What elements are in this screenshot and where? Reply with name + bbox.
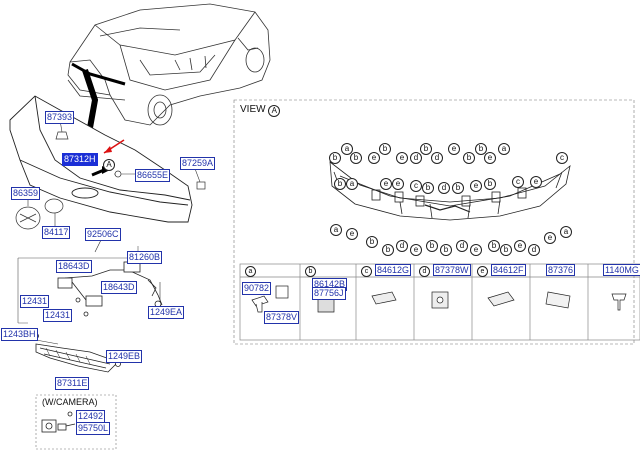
table-header-1140MG: 1140MG <box>603 264 640 277</box>
part-1249EA[interactable]: 1249EA <box>148 306 185 319</box>
view-callout-a: a <box>330 224 342 236</box>
view-callout-d: d <box>431 152 443 164</box>
view-callout-c: c <box>512 176 524 188</box>
view-callout-a: a <box>346 178 358 190</box>
view-label-circle: A <box>268 105 281 117</box>
part-84612F[interactable]: 84612F <box>491 264 526 276</box>
part-87378W[interactable]: 87378W <box>433 264 471 276</box>
part-12431-lower[interactable]: 12431 <box>43 309 73 322</box>
part-92506C[interactable]: 92506C <box>85 228 121 241</box>
header-d-circle: d <box>419 266 430 277</box>
view-callout-b: b <box>422 182 434 194</box>
header-c-circle: c <box>361 266 372 277</box>
view-callout-e: e <box>484 152 496 164</box>
view-callout-e: e <box>380 178 392 190</box>
view-callout-e: e <box>448 143 460 155</box>
part-1249EB[interactable]: 1249EB <box>106 350 143 363</box>
view-callout-e: e <box>530 176 542 188</box>
part-12492[interactable]: 12492 <box>76 410 106 423</box>
table-header-a: a <box>242 264 259 277</box>
callout-a-circle: A <box>103 159 115 171</box>
view-callout-e: e <box>514 240 526 252</box>
header-b-circle: b <box>305 266 316 277</box>
view-callout-b: b <box>382 244 394 256</box>
part-95750L[interactable]: 95750L <box>76 422 111 435</box>
view-callout-b: b <box>334 178 346 190</box>
view-callout-b: b <box>484 178 496 190</box>
view-callout-b: b <box>463 152 475 164</box>
view-callout-c: c <box>556 152 568 164</box>
part-87312H-selected[interactable]: 87312H <box>62 153 98 166</box>
header-a-circle: a <box>245 266 256 277</box>
view-callout-d: d <box>438 182 450 194</box>
view-callout-b: b <box>500 244 512 256</box>
table-header-b: b <box>302 264 319 277</box>
view-label-text: VIEW <box>240 104 266 115</box>
part-12431-upper[interactable]: 12431 <box>20 295 50 308</box>
vehicle-illustration <box>67 3 271 126</box>
view-callout-d: d <box>456 240 468 252</box>
part-1140MG[interactable]: 1140MG <box>603 264 640 276</box>
w-camera-label: (W/CAMERA) <box>42 397 98 407</box>
view-callout-c: c <box>410 180 422 192</box>
view-callout-b: b <box>350 152 362 164</box>
part-87376[interactable]: 87376 <box>546 264 576 276</box>
view-callout-e: e <box>368 152 380 164</box>
part-87756J[interactable]: 87756J <box>312 287 346 300</box>
part-90782[interactable]: 90782 <box>242 282 272 295</box>
view-callout-e: e <box>544 232 556 244</box>
view-callout-b: b <box>366 236 378 248</box>
part-18643D-upper[interactable]: 18643D <box>56 260 92 273</box>
view-callout-d: d <box>410 152 422 164</box>
view-callout-b: b <box>420 143 432 155</box>
view-callout-b: b <box>475 143 487 155</box>
view-callout-a: a <box>560 226 572 238</box>
header-e-circle: e <box>477 266 488 277</box>
view-callout-b: b <box>379 143 391 155</box>
view-a-drawing <box>329 161 571 221</box>
view-callout-b: b <box>426 240 438 252</box>
view-callout-d: d <box>528 244 540 256</box>
view-callout-b: b <box>329 152 341 164</box>
view-callout-b: b <box>488 240 500 252</box>
part-87378V[interactable]: 87378V <box>264 311 300 324</box>
part-81260B[interactable]: 81260B <box>127 251 163 264</box>
view-callout-e: e <box>410 244 422 256</box>
part-86655E[interactable]: 86655E <box>135 169 171 182</box>
part-1243BH[interactable]: 1243BH <box>1 328 38 341</box>
view-callout-e: e <box>346 228 358 240</box>
table-header-87376: 87376 <box>546 264 576 277</box>
view-callout-e: e <box>396 152 408 164</box>
part-87311E[interactable]: 87311E <box>55 377 90 390</box>
view-callout-e: e <box>470 244 482 256</box>
view-callout-b: b <box>452 182 464 194</box>
view-callout-b: b <box>440 244 452 256</box>
part-87259A[interactable]: 87259A <box>180 157 216 170</box>
view-callout-a: a <box>341 143 353 155</box>
part-87393[interactable]: 87393 <box>45 111 75 124</box>
part-86359[interactable]: 86359 <box>11 187 41 200</box>
spoiler-drawing <box>9 95 193 223</box>
view-callout-e: e <box>392 178 404 190</box>
view-a-label: VIEW A <box>240 104 281 117</box>
part-84612G[interactable]: 84612G <box>375 264 412 276</box>
view-callout-d: d <box>396 240 408 252</box>
part-18643D-lower[interactable]: 18643D <box>101 281 137 294</box>
part-84117[interactable]: 84117 <box>42 226 71 239</box>
view-callout-e: e <box>470 180 482 192</box>
view-callout-a: a <box>498 143 510 155</box>
